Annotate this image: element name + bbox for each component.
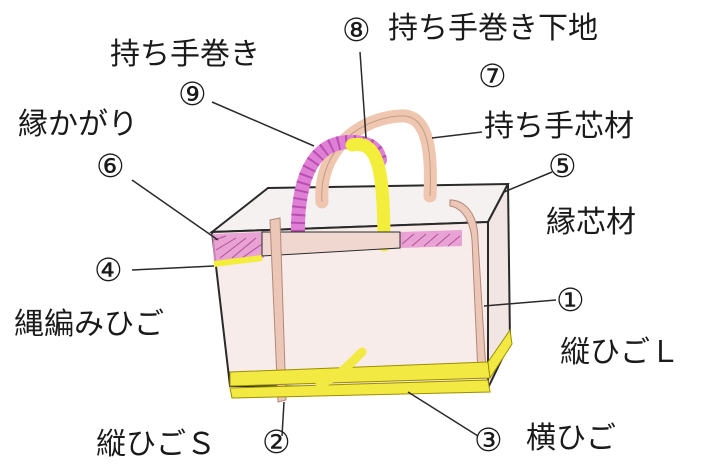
label-rim-whip: 縁かがり (18, 107, 138, 142)
horizontal-strip-2 (229, 379, 491, 399)
rope-braid-strip (213, 255, 263, 267)
inner-strip-curl (315, 347, 367, 389)
number-6: ⑥ (96, 147, 125, 185)
number-7: ⑦ (478, 57, 507, 95)
label-vertical-s: 縦ひごＳ (96, 427, 216, 462)
horizontal-strip-side (487, 328, 513, 380)
number-2: ② (262, 423, 291, 461)
number-1: ① (556, 281, 585, 319)
rim-whip-center (400, 230, 462, 248)
leader-4 (131, 265, 215, 271)
label-handle-wrap-base: 持ち手巻き下地 (388, 11, 598, 46)
rim-core-band (261, 231, 401, 257)
rim-whip-hatching (213, 233, 461, 259)
leader-3 (407, 391, 479, 437)
label-horizontal: 横ひご (526, 421, 616, 456)
label-rim-core: 縁芯材 (546, 205, 636, 240)
number-3: ③ (474, 421, 503, 459)
number-9: ⑨ (178, 75, 207, 113)
number-8: ⑧ (342, 11, 371, 49)
number-4: ④ (94, 251, 123, 289)
leader-lines (131, 51, 557, 437)
leader-8 (359, 51, 367, 139)
vertical-strip-s (269, 217, 287, 403)
leader-1 (483, 299, 557, 307)
leader-6 (131, 179, 219, 241)
label-handle-wrap: 持ち手巻き (110, 37, 260, 72)
leader-7 (431, 131, 483, 139)
number-5: ⑤ (548, 147, 577, 185)
handle-wrap-base (345, 137, 391, 252)
label-handle-core: 持ち手芯材 (484, 109, 634, 144)
leader-9 (211, 101, 315, 147)
handle-core-outline (321, 115, 431, 203)
label-rope-braid: 縄編みひご (14, 307, 164, 342)
leader-5 (503, 171, 553, 193)
label-vertical-l: 縦ひごＬ (560, 335, 680, 370)
leader-2 (281, 401, 285, 437)
